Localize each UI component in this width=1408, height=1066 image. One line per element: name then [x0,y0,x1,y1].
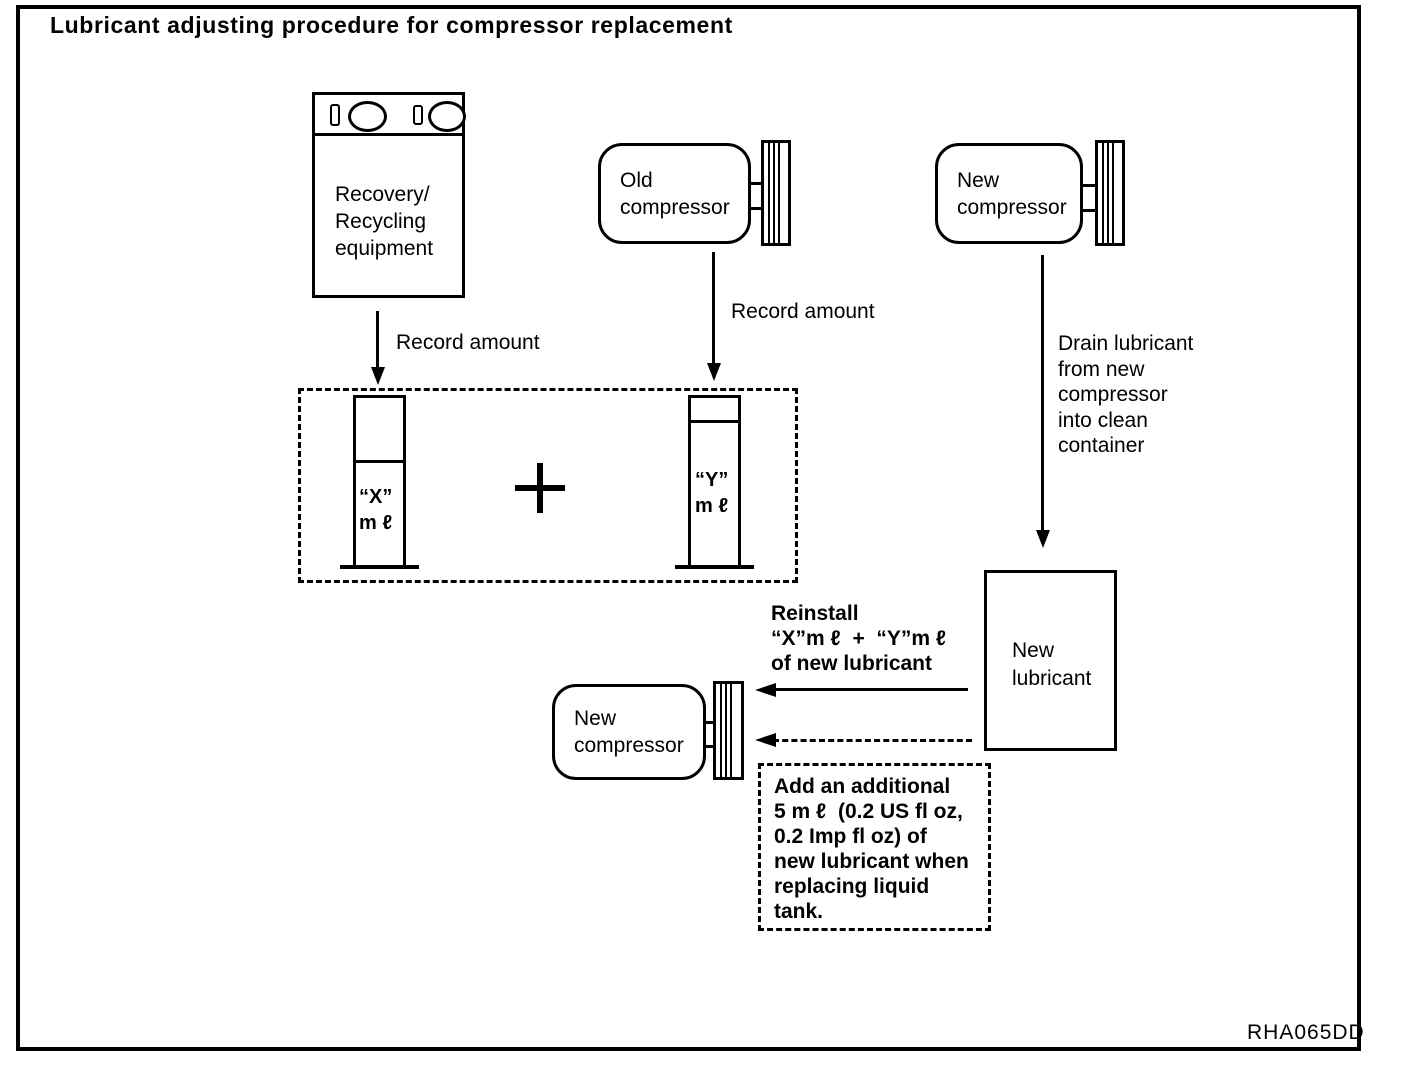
page-title: Lubricant adjusting procedure for compre… [50,12,733,38]
record-amount-label-2: Record amount [731,300,875,323]
measuring-area-dashed-box [298,388,798,583]
recovery-equipment-box: Recovery/ Recycling equipment [312,92,466,298]
add-lubricant-note-box: Add an additional 5 m ℓ (0.2 US fl oz, 0… [758,763,991,931]
new-compressor-bottom-stub [704,745,714,748]
arrow-old-compressor-to-cylinder [712,252,715,364]
cylinder-y-base [675,565,754,569]
measuring-cylinder-y [688,395,741,568]
reinstall-label: Reinstall “X”m ℓ + “Y”m ℓ of new lubrica… [771,602,947,675]
cylinder-x-fill-line [353,460,406,463]
gauge-switch-icon [413,105,423,125]
arrowhead-left-icon [755,733,776,747]
measuring-cylinder-x [353,395,406,568]
new-compressor-bottom-stub [704,721,714,724]
arrowhead-down-icon [707,363,721,381]
new-lubricant-box: New lubricant [984,570,1117,751]
arrow-additional-dashed [773,739,972,742]
arrowhead-down-icon [1036,530,1050,548]
cylinder-x-label: “X” m ℓ [359,486,393,534]
record-amount-label-1: Record amount [396,331,540,354]
new-compressor-bottom-label: New compressor [574,707,684,757]
new-compressor-top-box: New compressor [935,143,1083,244]
arrowhead-left-icon [755,683,776,697]
new-compressor-top-stub [1082,184,1096,187]
recovery-equipment-gauge-panel [315,95,466,136]
figure-code: RHA065DD [1247,1021,1365,1044]
gauge-dial-icon [348,101,387,132]
old-compressor-stub [749,207,763,210]
add-lubricant-note-text: Add an additional 5 m ℓ (0.2 US fl oz, 0… [774,775,969,923]
plus-sign [515,463,565,513]
old-compressor-pulley-icon [761,140,791,246]
old-compressor-label: Old compressor [620,168,730,219]
cylinder-x-base [340,565,419,569]
old-compressor-box: Old compressor [598,143,751,244]
recovery-equipment-label: Recovery/ Recycling equipment [335,183,434,260]
new-compressor-top-pulley-icon [1095,140,1125,246]
drain-lubricant-label: Drain lubricant from new compressor into… [1058,332,1194,457]
new-compressor-bottom-box: New compressor [552,684,706,780]
new-compressor-top-label: New compressor [957,168,1067,219]
gauge-switch-icon [330,104,340,126]
new-lubricant-label: New lubricant [1012,639,1092,690]
new-compressor-top-stub [1082,209,1096,212]
arrow-new-compressor-to-lubricant [1041,255,1044,531]
outer-frame [16,5,1361,1051]
new-compressor-bottom-pulley-icon [713,681,744,780]
cylinder-y-label: “Y” m ℓ [695,469,729,517]
old-compressor-stub [749,182,763,185]
arrow-recovery-to-cylinder [376,311,379,368]
arrowhead-down-icon [371,367,385,385]
cylinder-y-fill-line [688,420,741,423]
arrow-lubricant-to-compressor [773,688,968,691]
gauge-dial-icon [428,101,466,132]
